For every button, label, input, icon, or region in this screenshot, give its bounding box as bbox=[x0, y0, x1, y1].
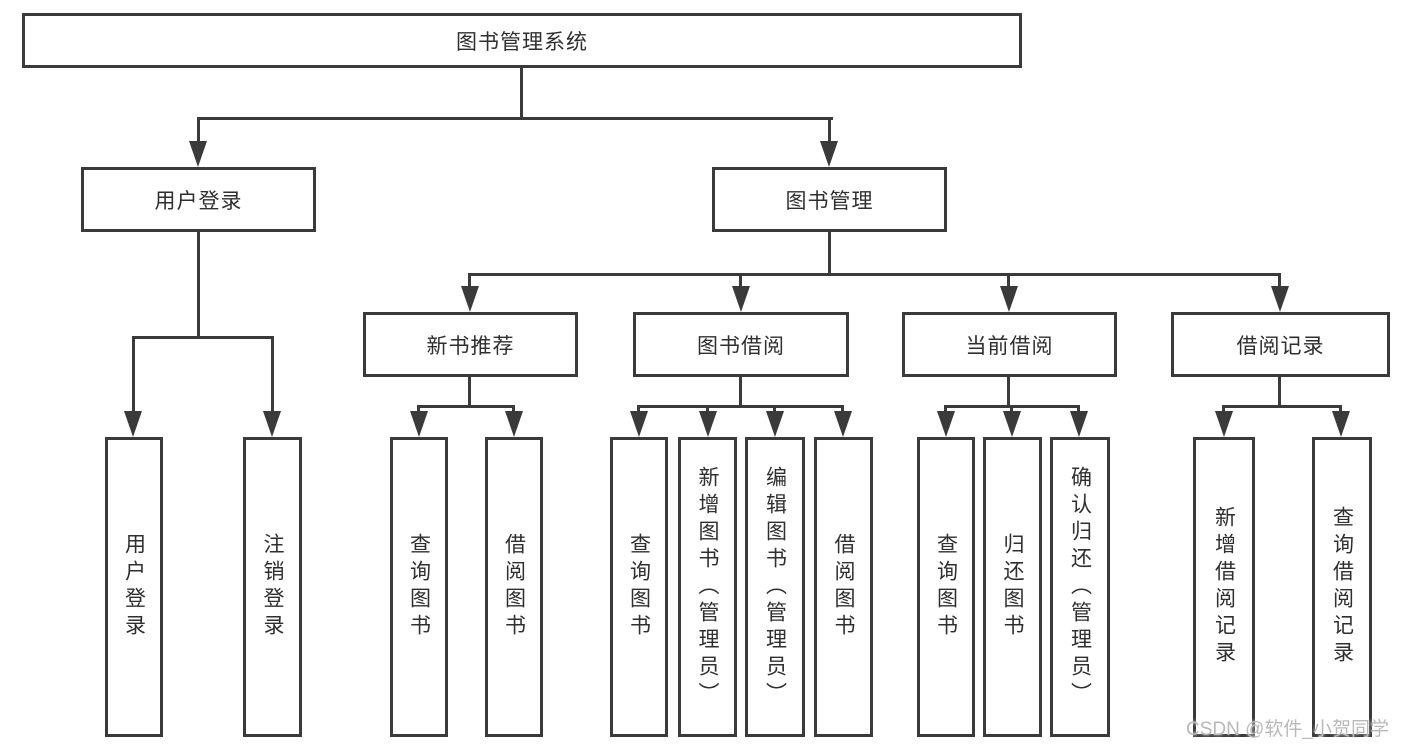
connector-borrow-leaf2 bbox=[706, 405, 709, 415]
node-book-borrow: 图书借阅 bbox=[633, 312, 849, 377]
connector-to-leaf-user-login bbox=[132, 336, 135, 413]
node-current-borrow: 当前借阅 bbox=[902, 312, 1117, 377]
connector-user-leaves-bar bbox=[132, 336, 274, 339]
leaf-logout-label: 注销登录 bbox=[261, 533, 284, 641]
leaf-borrow-add-books-admin-label: 新增图书（管理员） bbox=[696, 465, 719, 709]
connector-root-stem bbox=[520, 68, 523, 117]
connector-recommend-stem bbox=[468, 377, 471, 405]
leaf-current-query-books: 查询图书 bbox=[917, 437, 975, 737]
connector-to-records bbox=[1278, 273, 1281, 289]
leaf-recommend-borrow-books: 借阅图书 bbox=[485, 437, 543, 737]
arrow-to-leaf-logout-icon bbox=[263, 411, 281, 437]
connector-to-borrow bbox=[739, 273, 742, 289]
connector-records-leaf1 bbox=[1222, 405, 1225, 415]
connector-to-recommend bbox=[468, 273, 471, 289]
leaf-borrow-borrow-books-label: 借阅图书 bbox=[832, 533, 855, 641]
node-borrow-records: 借阅记录 bbox=[1171, 312, 1390, 377]
leaf-logout: 注销登录 bbox=[243, 437, 302, 737]
arrow-records-leaf1-icon bbox=[1215, 411, 1233, 437]
connector-to-user-login bbox=[197, 117, 200, 145]
leaf-current-return-books-label: 归还图书 bbox=[1001, 533, 1024, 641]
leaf-current-confirm-return-admin: 确认归还（管理员） bbox=[1050, 437, 1110, 737]
leaf-borrow-borrow-books: 借阅图书 bbox=[814, 437, 873, 737]
connector-borrow-leaf4 bbox=[841, 405, 844, 415]
leaf-current-confirm-return-admin-label: 确认归还（管理员） bbox=[1068, 465, 1092, 709]
connector-records-stem bbox=[1278, 377, 1281, 405]
node-root: 图书管理系统 bbox=[22, 13, 1022, 68]
arrow-to-leaf-user-login-icon bbox=[124, 411, 142, 437]
leaf-user-login: 用户登录 bbox=[105, 437, 163, 737]
connector-current-leaf3 bbox=[1077, 405, 1080, 415]
arrow-to-borrow-icon bbox=[732, 286, 750, 312]
arrow-current-leaf3-icon bbox=[1070, 411, 1088, 437]
leaf-borrow-query-books: 查询图书 bbox=[610, 437, 668, 737]
node-root-label: 图书管理系统 bbox=[456, 30, 588, 54]
arrow-borrow-leaf4-icon bbox=[834, 411, 852, 437]
connector-current-leaf1 bbox=[944, 405, 947, 415]
leaf-records-add-record-label: 新增借阅记录 bbox=[1212, 506, 1236, 668]
leaf-borrow-add-books-admin: 新增图书（管理员） bbox=[678, 437, 737, 737]
node-borrow-records-label: 借阅记录 bbox=[1236, 334, 1325, 358]
leaf-borrow-edit-books-admin-label: 编辑图书（管理员） bbox=[763, 465, 787, 709]
arrow-to-book-management-icon bbox=[820, 141, 838, 167]
node-book-management: 图书管理 bbox=[712, 167, 947, 232]
connector-current-leaf2 bbox=[1010, 405, 1013, 415]
connector-borrow-bar bbox=[637, 405, 844, 408]
connector-borrow-stem bbox=[739, 377, 742, 405]
arrow-recommend-leaf2-icon bbox=[505, 411, 523, 437]
connector-user-login-stem bbox=[197, 232, 200, 336]
leaf-recommend-borrow-books-label: 借阅图书 bbox=[502, 533, 526, 641]
arrow-current-leaf2-icon bbox=[1003, 411, 1021, 437]
connector-to-book-management bbox=[828, 117, 831, 145]
connector-to-current bbox=[1007, 273, 1010, 289]
node-new-book-recommend: 新书推荐 bbox=[363, 312, 578, 377]
leaf-borrow-query-books-label: 查询图书 bbox=[627, 533, 651, 641]
leaf-user-login-label: 用户登录 bbox=[122, 533, 146, 641]
leaf-current-return-books: 归还图书 bbox=[983, 437, 1042, 737]
arrow-borrow-leaf2-icon bbox=[699, 411, 717, 437]
connector-current-stem bbox=[1007, 377, 1010, 405]
connector-records-bar bbox=[1222, 405, 1342, 408]
csdn-watermark: CSDN @软件_小贺同学 bbox=[1186, 719, 1389, 740]
node-book-borrow-label: 图书借阅 bbox=[697, 334, 785, 358]
connector-borrow-leaf1 bbox=[637, 405, 640, 415]
node-book-management-label: 图书管理 bbox=[785, 189, 874, 213]
connector-book-management-stem bbox=[828, 232, 831, 273]
arrow-borrow-leaf3-icon bbox=[766, 411, 784, 437]
leaf-records-query-record-label: 查询借阅记录 bbox=[1330, 506, 1354, 668]
connector-level3-bar bbox=[468, 273, 1281, 276]
node-new-book-recommend-label: 新书推荐 bbox=[426, 334, 515, 358]
arrow-current-leaf1-icon bbox=[937, 411, 955, 437]
connector-borrow-leaf3 bbox=[773, 405, 776, 415]
arrow-to-current-icon bbox=[1000, 286, 1018, 312]
leaf-borrow-edit-books-admin: 编辑图书（管理员） bbox=[745, 437, 805, 737]
arrow-to-user-login-icon bbox=[189, 141, 207, 167]
connector-records-leaf2 bbox=[1339, 405, 1342, 415]
arrow-borrow-leaf1-icon bbox=[630, 411, 648, 437]
connector-recommend-leaf2 bbox=[512, 405, 515, 415]
leaf-records-add-record: 新增借阅记录 bbox=[1193, 437, 1255, 737]
leaf-recommend-query-books: 查询图书 bbox=[390, 437, 448, 737]
arrow-recommend-leaf1-icon bbox=[410, 411, 428, 437]
arrow-to-records-icon bbox=[1271, 286, 1289, 312]
arrow-records-leaf2-icon bbox=[1332, 411, 1350, 437]
connector-level2-bar bbox=[197, 117, 833, 120]
node-user-login-label: 用户登录 bbox=[154, 189, 243, 213]
connector-recommend-bar bbox=[417, 405, 514, 408]
leaf-recommend-query-books-label: 查询图书 bbox=[407, 533, 431, 641]
node-user-login: 用户登录 bbox=[81, 167, 316, 232]
connector-to-leaf-logout bbox=[271, 336, 274, 413]
connector-recommend-leaf1 bbox=[417, 405, 420, 415]
node-current-borrow-label: 当前借阅 bbox=[965, 334, 1054, 358]
arrow-to-recommend-icon bbox=[461, 286, 479, 312]
leaf-records-query-record: 查询借阅记录 bbox=[1312, 437, 1372, 737]
leaf-current-query-books-label: 查询图书 bbox=[934, 533, 958, 641]
